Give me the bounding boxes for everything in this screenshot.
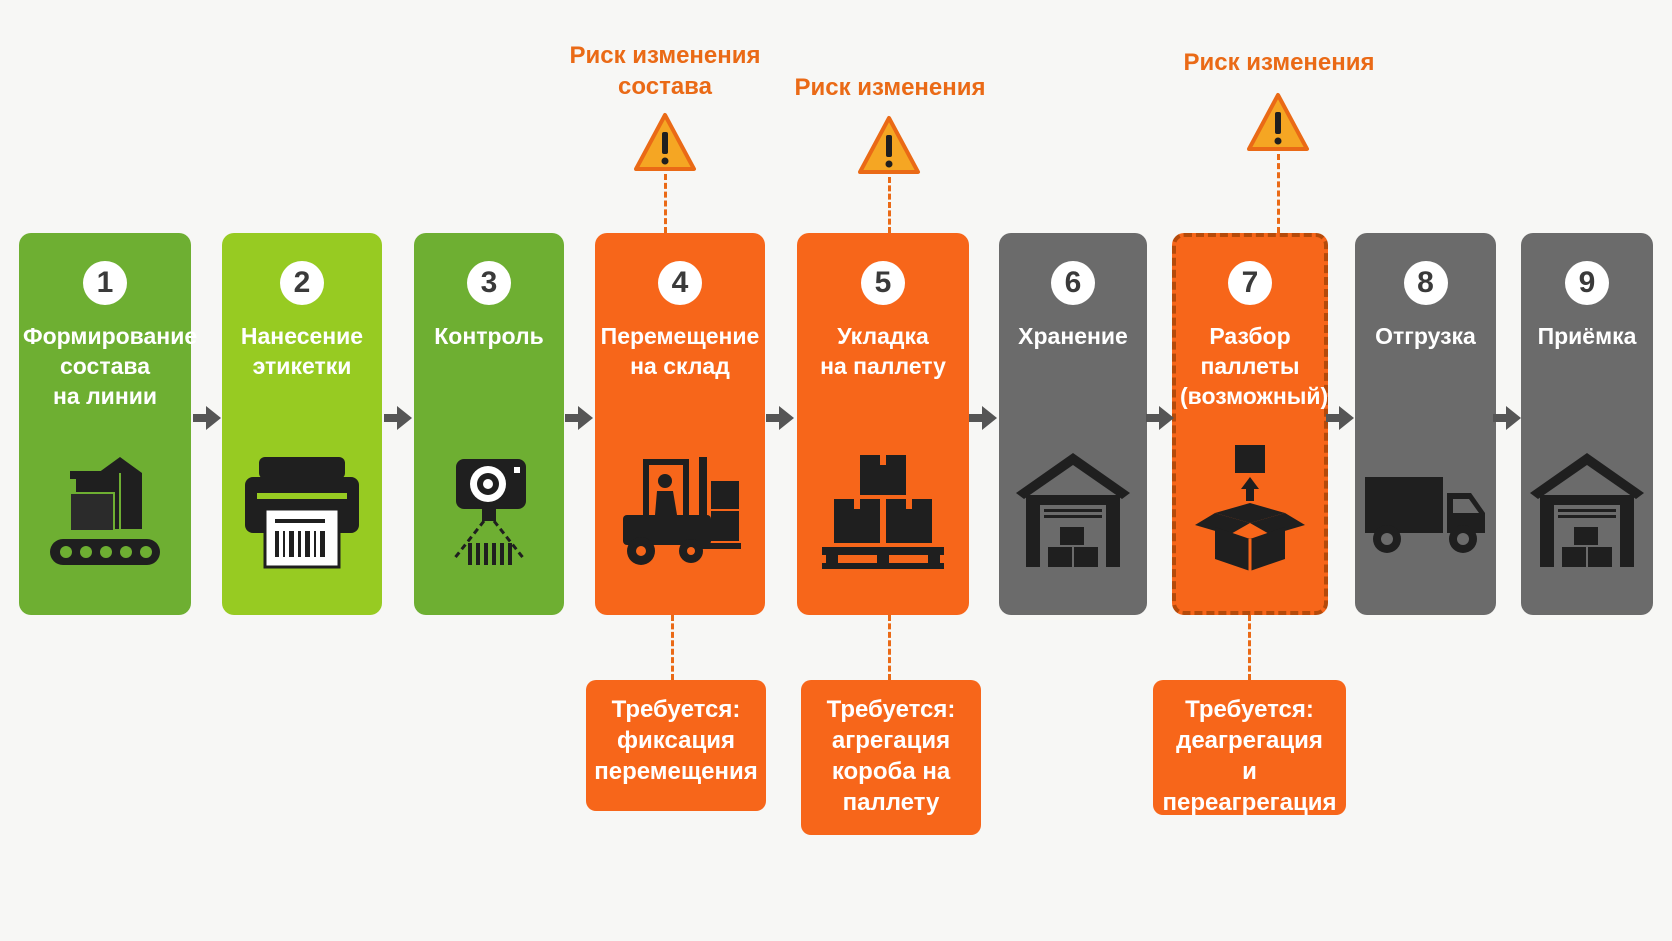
step-number: 4 [658, 261, 702, 305]
requirement-box: Требуется: агрегация короба на паллету [801, 680, 981, 835]
warning-icon [858, 116, 920, 174]
step-7: 7 Разбор паллеты (возможный) [1172, 233, 1328, 615]
conveyor-boxes-icon [50, 457, 160, 565]
step-title: Отгрузка [1375, 323, 1476, 349]
requirement-connector [888, 615, 891, 680]
step-number: 6 [1051, 261, 1095, 305]
step-title: Приёмка [1537, 323, 1637, 349]
step-title: Перемещение на склад [600, 323, 760, 379]
risk-label: Риск изменения [1183, 49, 1375, 76]
step-title: Нанесение этикетки [240, 323, 364, 379]
risk-label: Риск изменения состава [569, 42, 761, 100]
warehouse-icon [1016, 453, 1130, 567]
risk-connector [888, 177, 891, 233]
risk-connector [1277, 154, 1280, 233]
arrow-right-icon [193, 406, 221, 430]
camera-scanner-icon [452, 459, 526, 565]
arrow-right-icon [1326, 406, 1354, 430]
step-number: 2 [280, 261, 324, 305]
arrow-right-icon [1493, 406, 1521, 430]
step-number: 8 [1403, 261, 1448, 305]
step-9: 9 Приёмка [1521, 233, 1653, 615]
arrow-right-icon [565, 406, 593, 430]
requirement-box: Требуется: фиксация перемещения [586, 680, 766, 811]
requirement-box: Требуется: деагрегация и переагрегация [1153, 680, 1346, 816]
step-number: 1 [83, 261, 127, 305]
step-2: 2 Нанесение этикетки [222, 233, 382, 615]
step-number: 5 [861, 261, 905, 305]
forklift-icon [623, 457, 741, 565]
step-title: Формирование состава на линии [23, 323, 198, 409]
arrow-right-icon [1146, 406, 1174, 430]
step-6: 6 Хранение [999, 233, 1147, 615]
arrow-right-icon [384, 406, 412, 430]
step-4: 4 Перемещение на склад [595, 233, 765, 615]
requirement-connector [1248, 615, 1251, 680]
warning-icon [1247, 93, 1309, 151]
requirement-connector [671, 615, 674, 680]
arrow-right-icon [969, 406, 997, 430]
open-box-icon [1195, 445, 1305, 571]
risk-label: Риск изменения [794, 74, 986, 101]
step-title: Разбор паллеты (возможный) [1180, 323, 1329, 409]
risk-connector [664, 174, 667, 233]
step-title: Контроль [434, 323, 544, 349]
step-title: Укладка на паллету [820, 323, 946, 379]
step-title: Хранение [1018, 323, 1128, 349]
step-number: 7 [1228, 261, 1272, 305]
boxes-on-pallet-icon [822, 455, 944, 569]
step-number: 9 [1565, 261, 1609, 305]
step-1: 1 Формирование состава на линии [19, 233, 198, 615]
label-printer-icon [245, 457, 359, 569]
step-3: 3 Контроль [414, 233, 564, 615]
warning-icon [634, 113, 696, 171]
warehouse-icon [1530, 453, 1644, 567]
truck-icon [1364, 477, 1485, 553]
arrow-right-icon [766, 406, 794, 430]
step-5: 5 Укладка на паллету [797, 233, 969, 615]
step-8: 8 Отгрузка [1355, 233, 1496, 615]
step-number: 3 [467, 261, 511, 305]
